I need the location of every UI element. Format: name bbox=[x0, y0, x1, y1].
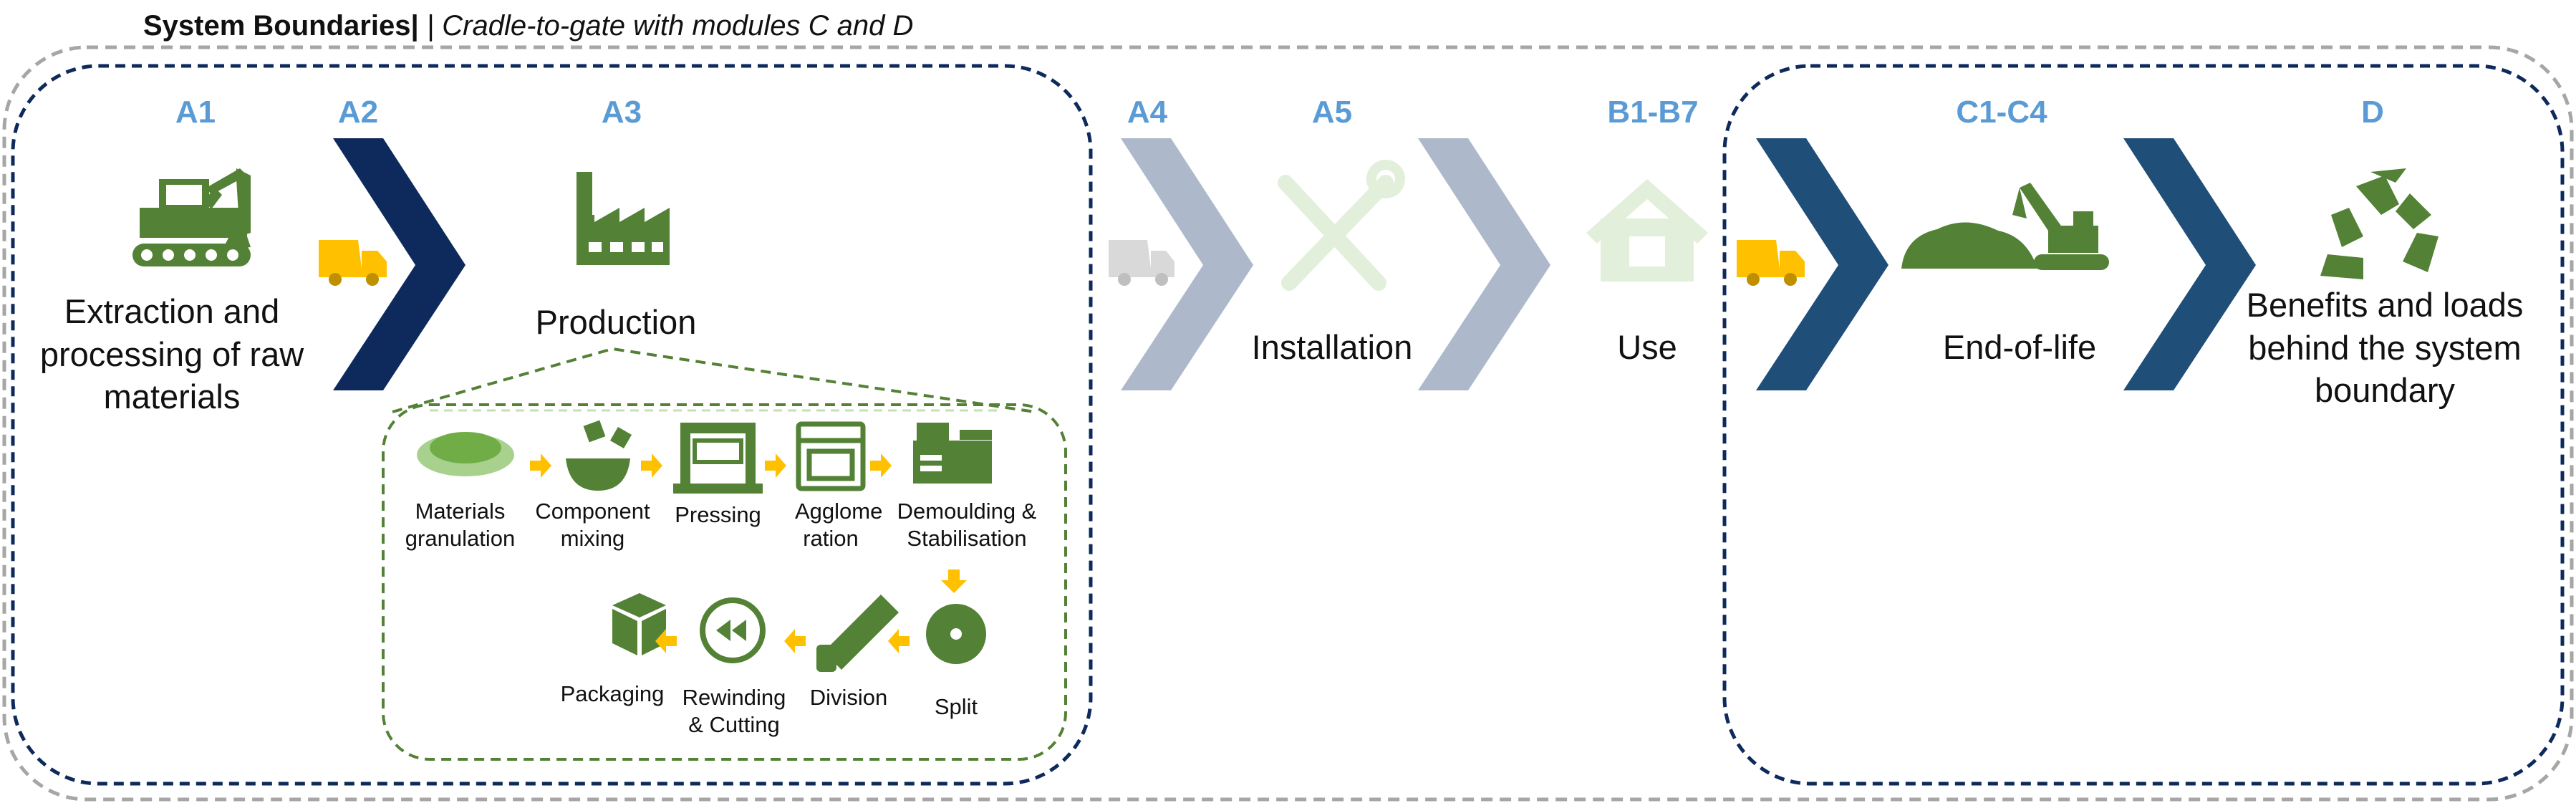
demolition-icon bbox=[1901, 183, 2109, 270]
step-label-rewinding: Rewinding & Cutting bbox=[682, 685, 786, 737]
stage-label-b: Use bbox=[1617, 328, 1677, 366]
house-icon bbox=[1586, 179, 1708, 282]
oven-icon bbox=[796, 421, 866, 491]
stage-label-a3: Production bbox=[535, 303, 697, 341]
module-code-a5: A5 bbox=[1311, 95, 1353, 130]
mixing-icon bbox=[566, 420, 632, 491]
excavator-icon bbox=[132, 168, 251, 266]
stage-label-c: End-of-life bbox=[1942, 328, 2097, 366]
press-icon bbox=[673, 423, 763, 494]
chevron-d bbox=[2123, 138, 2256, 390]
production-detail-box bbox=[382, 403, 1067, 761]
step-label-division: Division bbox=[809, 685, 888, 710]
step-label-agglomeration: Agglome ration bbox=[795, 499, 883, 551]
truck-icon-a4 bbox=[1109, 240, 1174, 286]
stage-label-a5: Installation bbox=[1251, 328, 1413, 366]
diagram-title: System Boundaries| | Cradle-to-gate with… bbox=[143, 10, 913, 42]
truck-icon-a2 bbox=[319, 240, 387, 286]
handsaw-icon bbox=[816, 595, 899, 672]
rewind-icon bbox=[700, 597, 766, 663]
module-code-a3: A3 bbox=[601, 95, 642, 130]
step-label-demoulding: Demoulding & Stabilisation bbox=[897, 499, 1037, 551]
title-main: System Boundaries| bbox=[143, 10, 419, 42]
chevron-a5 bbox=[1418, 138, 1550, 390]
saw-blade-icon bbox=[926, 604, 986, 664]
modules-c-d-boundary bbox=[1722, 64, 2565, 786]
module-code-d: D bbox=[2361, 95, 2384, 130]
stage-label-d: Benefits and loads behind the system bou… bbox=[2246, 286, 2524, 410]
module-code-a1: A1 bbox=[175, 95, 216, 130]
module-code-c: C1-C4 bbox=[1956, 95, 2047, 130]
chevron-a2 bbox=[333, 138, 465, 390]
step-label-granulation: Materials granulation bbox=[405, 499, 516, 551]
truck-icon-c bbox=[1737, 240, 1805, 286]
module-code-a4: A4 bbox=[1127, 95, 1168, 130]
chevron-c bbox=[1756, 138, 1888, 390]
granules-icon bbox=[417, 432, 514, 476]
outer-boundary bbox=[2, 45, 2574, 802]
factory-icon bbox=[577, 172, 670, 265]
machine-icon bbox=[913, 423, 992, 484]
box-icon bbox=[612, 593, 666, 655]
cradle-to-gate-boundary bbox=[11, 64, 1093, 786]
step-label-split: Split bbox=[934, 694, 978, 719]
tools-icon bbox=[1278, 160, 1405, 291]
step-label-packaging: Packaging bbox=[560, 681, 665, 706]
title-subtitle: | Cradle-to-gate with modules C and D bbox=[418, 10, 914, 42]
zoom-lines bbox=[392, 347, 1036, 413]
step-label-mixing: Component mixing bbox=[535, 499, 650, 551]
module-code-b: B1-B7 bbox=[1607, 95, 1699, 130]
chevron-a4 bbox=[1121, 138, 1253, 390]
recycle-icon bbox=[2320, 168, 2438, 279]
process-arrows bbox=[530, 453, 967, 653]
module-code-a2: A2 bbox=[337, 95, 379, 130]
step-label-pressing: Pressing bbox=[675, 502, 761, 527]
stage-label-a1: Extraction and processing of raw materia… bbox=[39, 292, 304, 416]
